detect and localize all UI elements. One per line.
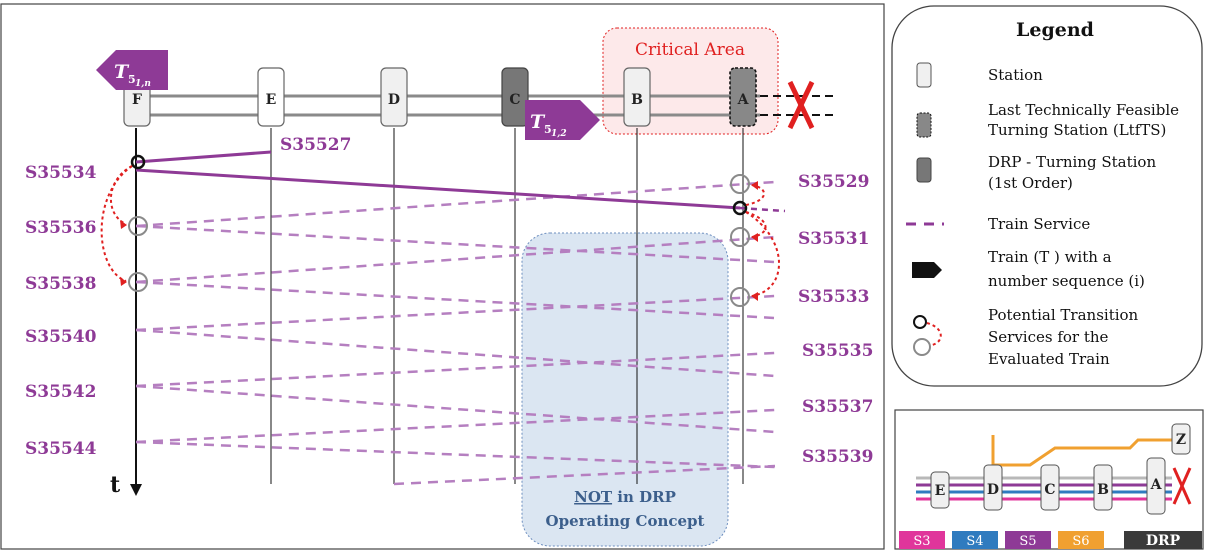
service-label: S35544 bbox=[25, 439, 97, 459]
left-service-labels: S35534 S35536 S35538 S35540 S35542 S3554… bbox=[25, 163, 97, 459]
station-b: B bbox=[623, 67, 651, 127]
evaluated-train-extension bbox=[739, 206, 786, 213]
svg-text:1,2: 1,2 bbox=[551, 129, 567, 139]
service-label: S35539 bbox=[802, 447, 873, 467]
right-service-labels: S35529 S35531 S35533 S35535 S35537 S3553… bbox=[798, 172, 873, 467]
svg-text:B: B bbox=[1097, 482, 1109, 498]
legend-item-label: Services for the bbox=[988, 328, 1109, 346]
service-label: S35536 bbox=[25, 218, 96, 238]
transition-candidates bbox=[128, 174, 750, 307]
service-label-top: S35527 bbox=[280, 135, 351, 155]
service-label: S35537 bbox=[802, 397, 873, 417]
station-icon bbox=[916, 62, 932, 88]
svg-text:S5: S5 bbox=[1019, 534, 1036, 549]
station-e: E bbox=[257, 67, 285, 127]
svg-text:D: D bbox=[388, 92, 400, 108]
ltfts-icon bbox=[916, 112, 932, 138]
svg-text:A: A bbox=[1150, 477, 1163, 493]
legend-item-label: Last Technically Feasible bbox=[988, 101, 1179, 119]
svg-text:C: C bbox=[1044, 482, 1055, 498]
svg-text:T: T bbox=[114, 61, 130, 83]
station-d: D bbox=[380, 67, 408, 127]
not-in-drp-label: NOT in DRP bbox=[574, 488, 676, 506]
service-label: S35531 bbox=[798, 229, 869, 249]
transition-arrowheads bbox=[120, 181, 758, 301]
svg-text:DRP: DRP bbox=[1146, 533, 1181, 549]
legend-item-label: Train (T ) with a bbox=[988, 248, 1112, 266]
service-label: S35535 bbox=[802, 341, 873, 361]
legend-item-label: DRP - Turning Station bbox=[988, 153, 1156, 171]
train-services bbox=[135, 180, 776, 486]
svg-text:Z: Z bbox=[1176, 432, 1186, 448]
service-label: S35540 bbox=[25, 327, 97, 347]
legend-item-label: Turning Station (LtfTS) bbox=[988, 121, 1166, 139]
svg-text:A: A bbox=[737, 92, 750, 108]
evaluated-train-line bbox=[135, 168, 741, 210]
svg-text:C: C bbox=[509, 92, 520, 108]
svg-text:S3: S3 bbox=[913, 534, 930, 549]
service-s35527-line bbox=[135, 150, 272, 164]
legend-item-label: Potential Transition bbox=[988, 306, 1139, 324]
time-axis-arrow-icon bbox=[130, 484, 142, 496]
svg-text:S6: S6 bbox=[1072, 534, 1089, 549]
svg-text:1,n: 1,n bbox=[135, 79, 151, 89]
train-flag-left-icon: T 5 1,n bbox=[96, 50, 168, 90]
service-label: S35534 bbox=[25, 163, 97, 183]
svg-text:E: E bbox=[935, 483, 946, 499]
drp-turning-station-icon bbox=[916, 157, 932, 183]
legend-item-label: number sequence (i) bbox=[988, 272, 1145, 290]
transition-arrows bbox=[100, 165, 780, 297]
svg-text:5: 5 bbox=[128, 73, 136, 86]
svg-text:T: T bbox=[530, 111, 546, 133]
transition-icon bbox=[913, 315, 942, 356]
service-label: S35533 bbox=[798, 287, 869, 307]
svg-text:5: 5 bbox=[544, 123, 552, 136]
svg-text:F: F bbox=[132, 92, 142, 108]
legend-item-label: Station bbox=[988, 66, 1043, 84]
svg-text:D: D bbox=[987, 482, 999, 498]
not-in-drp-region bbox=[521, 232, 729, 547]
train-icon bbox=[912, 262, 942, 278]
train-flag-right-icon: T 5 1,2 bbox=[525, 100, 600, 140]
service-label: S35542 bbox=[25, 382, 96, 402]
legend-title: Legend bbox=[1016, 19, 1094, 41]
svg-text:B: B bbox=[631, 92, 643, 108]
inset-blocked-cross-icon bbox=[1172, 467, 1192, 505]
not-in-drp-label-line2: Operating Concept bbox=[546, 512, 705, 530]
service-label: S35538 bbox=[25, 274, 96, 294]
track-blocked-cross-icon bbox=[787, 80, 815, 130]
legend-item-label: Train Service bbox=[988, 215, 1090, 233]
inset-stations: E D C B A Z bbox=[930, 423, 1191, 515]
inset-line-legend: S3 S4 S5 S6 DRP bbox=[899, 531, 1202, 549]
service-label: S35529 bbox=[798, 172, 869, 192]
station-a-ltfts: A bbox=[729, 67, 757, 127]
legend-item-label: (1st Order) bbox=[988, 174, 1073, 192]
station-c-drp-turning: C bbox=[501, 67, 529, 127]
transition-start-circle-right bbox=[732, 200, 748, 216]
legend-panel bbox=[891, 5, 1203, 387]
critical-area-label: Critical Area bbox=[635, 40, 745, 60]
time-axis-label: t bbox=[110, 472, 121, 498]
legend-item-label: Evaluated Train bbox=[988, 350, 1110, 368]
svg-text:S4: S4 bbox=[966, 534, 983, 549]
svg-text:E: E bbox=[266, 92, 277, 108]
transition-start-circle bbox=[130, 154, 146, 170]
